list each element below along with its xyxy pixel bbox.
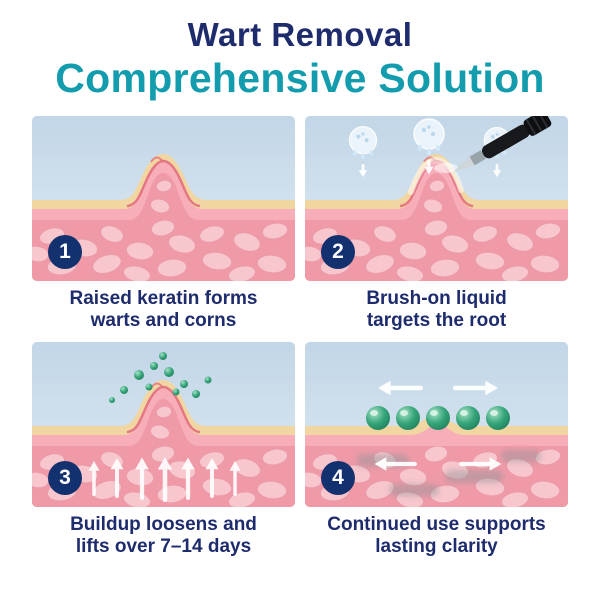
liquid-shine <box>434 162 458 173</box>
panel-4: 4 Continued use supports lasting clarity <box>305 341 568 564</box>
panel-1: 1 Raised keratin forms warts and corns <box>32 115 295 338</box>
panel-4-caption: Continued use supports lasting clarity <box>305 514 568 559</box>
step-1-badge: 1 <box>48 234 82 269</box>
page-subtitle: Comprehensive Solution <box>55 54 545 101</box>
panel-4-illustration: 4 <box>305 341 568 507</box>
page-title: Wart Removal <box>187 16 413 53</box>
caption-line: Buildup loosens and <box>70 513 257 535</box>
step-4-badge: 4 <box>321 460 355 495</box>
panel-2-caption: Brush-on liquid targets the root <box>305 288 568 333</box>
green-spheres-icon <box>366 405 510 430</box>
panels-grid: 1 Raised keratin forms warts and corns <box>0 115 600 564</box>
caption-line: warts and corns <box>90 310 237 332</box>
lifting-buildup-illustration <box>32 342 295 507</box>
caption-line: Brush-on liquid <box>366 287 507 309</box>
caption-line: lifts over 7–14 days <box>75 535 252 557</box>
step-3-badge: 3 <box>48 460 82 495</box>
step-2-badge: 2 <box>321 234 355 269</box>
brush-applicator-icon <box>453 115 552 172</box>
caption-line: targets the root <box>366 310 507 332</box>
panel-3-caption: Buildup loosens and lifts over 7–14 days <box>32 514 295 559</box>
caption-line: Raised keratin forms <box>69 287 258 309</box>
green-particles-icon <box>109 351 212 403</box>
panel-3-illustration: 3 <box>32 341 295 507</box>
panel-2-illustration: 2 <box>305 115 568 281</box>
panel-1-caption: Raised keratin forms warts and corns <box>32 288 295 333</box>
caption-line: lasting clarity <box>375 535 498 557</box>
caption-line: Continued use supports <box>327 513 546 535</box>
clear-skin-illustration <box>305 342 568 507</box>
panel-1-illustration: 1 <box>32 115 295 281</box>
brush-application-illustration <box>305 115 568 281</box>
header: Wart Removal Comprehensive Solution <box>0 16 600 101</box>
liquid-gloss <box>408 156 464 195</box>
panel-2: 2 Brush-on liquid targets the root <box>305 115 568 338</box>
panel-3: 3 Buildup loosens and lifts over 7–14 da… <box>32 341 295 564</box>
